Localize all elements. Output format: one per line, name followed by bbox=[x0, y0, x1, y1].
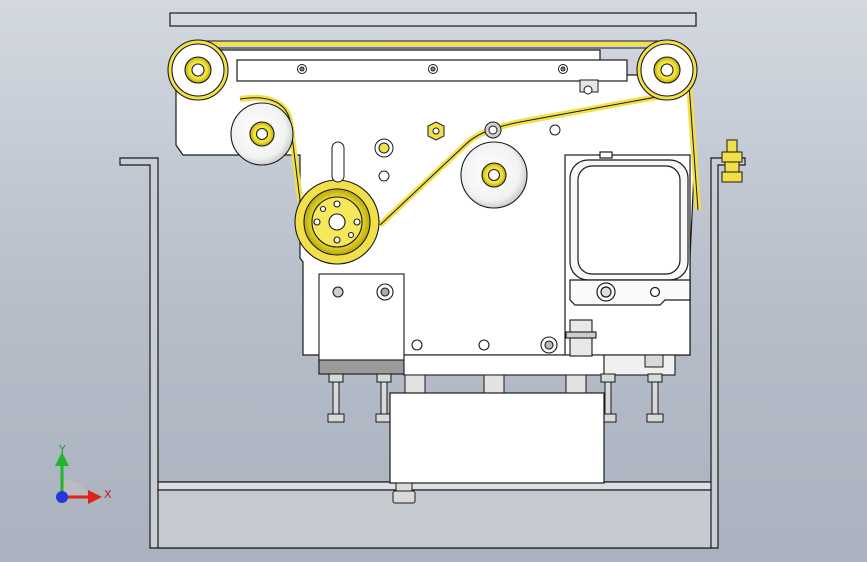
idler-roller-left bbox=[230, 102, 294, 166]
coordinate-triad-icon bbox=[55, 452, 102, 504]
top-plate bbox=[169, 12, 697, 27]
base-tray bbox=[119, 157, 746, 549]
motor-housing bbox=[564, 151, 691, 356]
triad-y-label: Y bbox=[58, 443, 66, 456]
plate-fasteners bbox=[331, 85, 593, 183]
idler-pulley-right-top bbox=[636, 39, 698, 101]
bottom-fitting bbox=[392, 482, 416, 504]
idler-pulley-left-top bbox=[167, 39, 229, 101]
base-block bbox=[389, 392, 605, 484]
idler-roller-center bbox=[460, 141, 528, 209]
tension-bar-screws bbox=[297, 64, 568, 74]
leveling-bolts bbox=[327, 354, 664, 423]
lower-support-block bbox=[318, 273, 405, 375]
support-pins bbox=[404, 374, 587, 396]
drive-pulley bbox=[294, 179, 380, 265]
mounting-rail bbox=[403, 319, 676, 376]
triad-x-label: X bbox=[104, 488, 112, 501]
side-fitting bbox=[721, 139, 743, 183]
